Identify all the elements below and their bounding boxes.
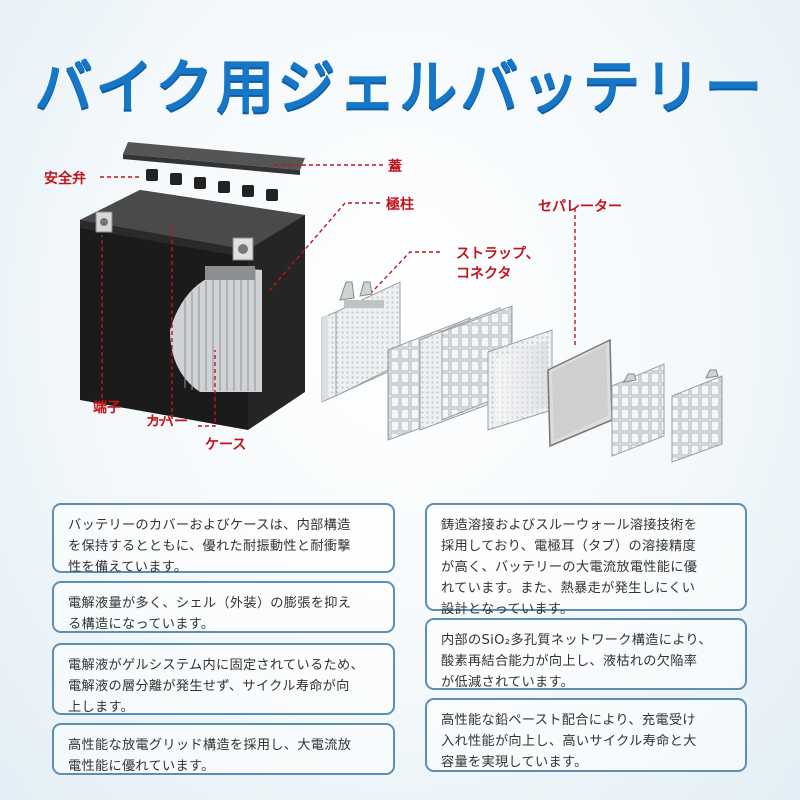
leader-lines	[100, 164, 576, 427]
label-strap: ストラップ、	[456, 246, 540, 262]
feature-box-right-3: 高性能な鉛ペースト配合により、充電受け 入れ性能が向上し、高いサイクル寿命と大 …	[425, 698, 747, 772]
feature-text-line: 内部のSiO₂多孔質ネットワーク構造により、	[441, 633, 712, 648]
separator-sheet	[547, 338, 613, 448]
feature-text-line: 電解液の層分離が発生せず、サイクル寿命が向	[68, 679, 350, 694]
feature-text-line: を保持するとともに、優れた耐振動性と耐衝撃	[68, 539, 351, 554]
feature-text-line: が低減されています。	[441, 675, 575, 690]
feature-text-line: 電性能に優れています。	[68, 759, 215, 774]
feature-text-line: 電解液量が多く、シェル（外装）の膨張を抑え	[68, 596, 352, 611]
label-terminal: 端子	[93, 400, 121, 416]
label-cover: カバー	[146, 414, 188, 430]
feature-text-line: る構造になっています。	[68, 617, 215, 632]
label-safety-valve: 安全弁	[44, 171, 86, 187]
feature-text-line: 入れ性能が向上し、高いサイクル寿命と大	[441, 734, 697, 749]
label-separator: セパレーター	[538, 199, 622, 215]
feature-box-right-1: 鋳造溶接およびスルーウォール溶接技術を 採用しており、電極耳（タブ）の溶接精度 …	[425, 503, 747, 617]
feature-text-line: 容量を実現しています。	[441, 755, 588, 770]
feature-text-line: 性を備えています。	[68, 560, 188, 575]
label-case: ケース	[205, 437, 247, 453]
label-connector: コネクタ	[456, 266, 512, 282]
electrode-plates	[321, 281, 401, 403]
feature-text-line: 酸素再結合能力が向上し、液枯れの欠陥率	[441, 654, 698, 669]
feature-text-line: 設計となっています。	[441, 602, 574, 617]
battery-exploded-illustration	[80, 142, 723, 463]
feature-text-line: 採用しており、電極耳（タブ）の溶接精度	[441, 539, 696, 554]
feature-text-line: 高性能な鉛ペースト配合により、充電受け	[441, 713, 696, 728]
safety-valves	[146, 169, 278, 201]
feature-box-left-3: 電解液がゲルシステム内に固定されているため、 電解液の層分離が発生せず、サイクル…	[52, 643, 395, 715]
feature-text-line: れています。また、熱暴走が発生しにくい	[441, 581, 696, 596]
feature-box-right-2: 内部のSiO₂多孔質ネットワーク構造により、 酸素再結合能力が向上し、液枯れの欠…	[425, 618, 747, 690]
feature-text-line: バッテリーのカバーおよびケースは、内部構造	[68, 518, 351, 533]
feature-text-line: 上します。	[68, 700, 135, 715]
label-pole: 極柱	[386, 197, 414, 213]
battery-case	[80, 190, 305, 430]
feature-text-line: が高く、バッテリーの大電流放電性能に優	[441, 560, 698, 575]
feature-text-line: 電解液がゲルシステム内に固定されているため、	[68, 658, 364, 673]
positive-plates	[487, 329, 553, 431]
feature-box-left-2: 電解液量が多く、シェル（外装）の膨張を抑え る構造になっています。	[52, 581, 395, 633]
end-grid-plates	[611, 363, 723, 463]
label-lid: 蓋	[388, 159, 402, 175]
feature-box-left-4: 高性能な放電グリッド構造を採用し、大電流放 電性能に優れています。	[52, 723, 395, 775]
page-title: バイク用ジェルバッテリー	[34, 53, 766, 121]
feature-text-line: 高性能な放電グリッド構造を採用し、大電流放	[68, 738, 352, 753]
battery-lid	[123, 142, 305, 175]
feature-text-line: 鋳造溶接およびスルーウォール溶接技術を	[441, 518, 698, 533]
feature-box-left-1: バッテリーのカバーおよびケースは、内部構造 を保持するとともに、優れた耐振動性と…	[52, 503, 395, 575]
